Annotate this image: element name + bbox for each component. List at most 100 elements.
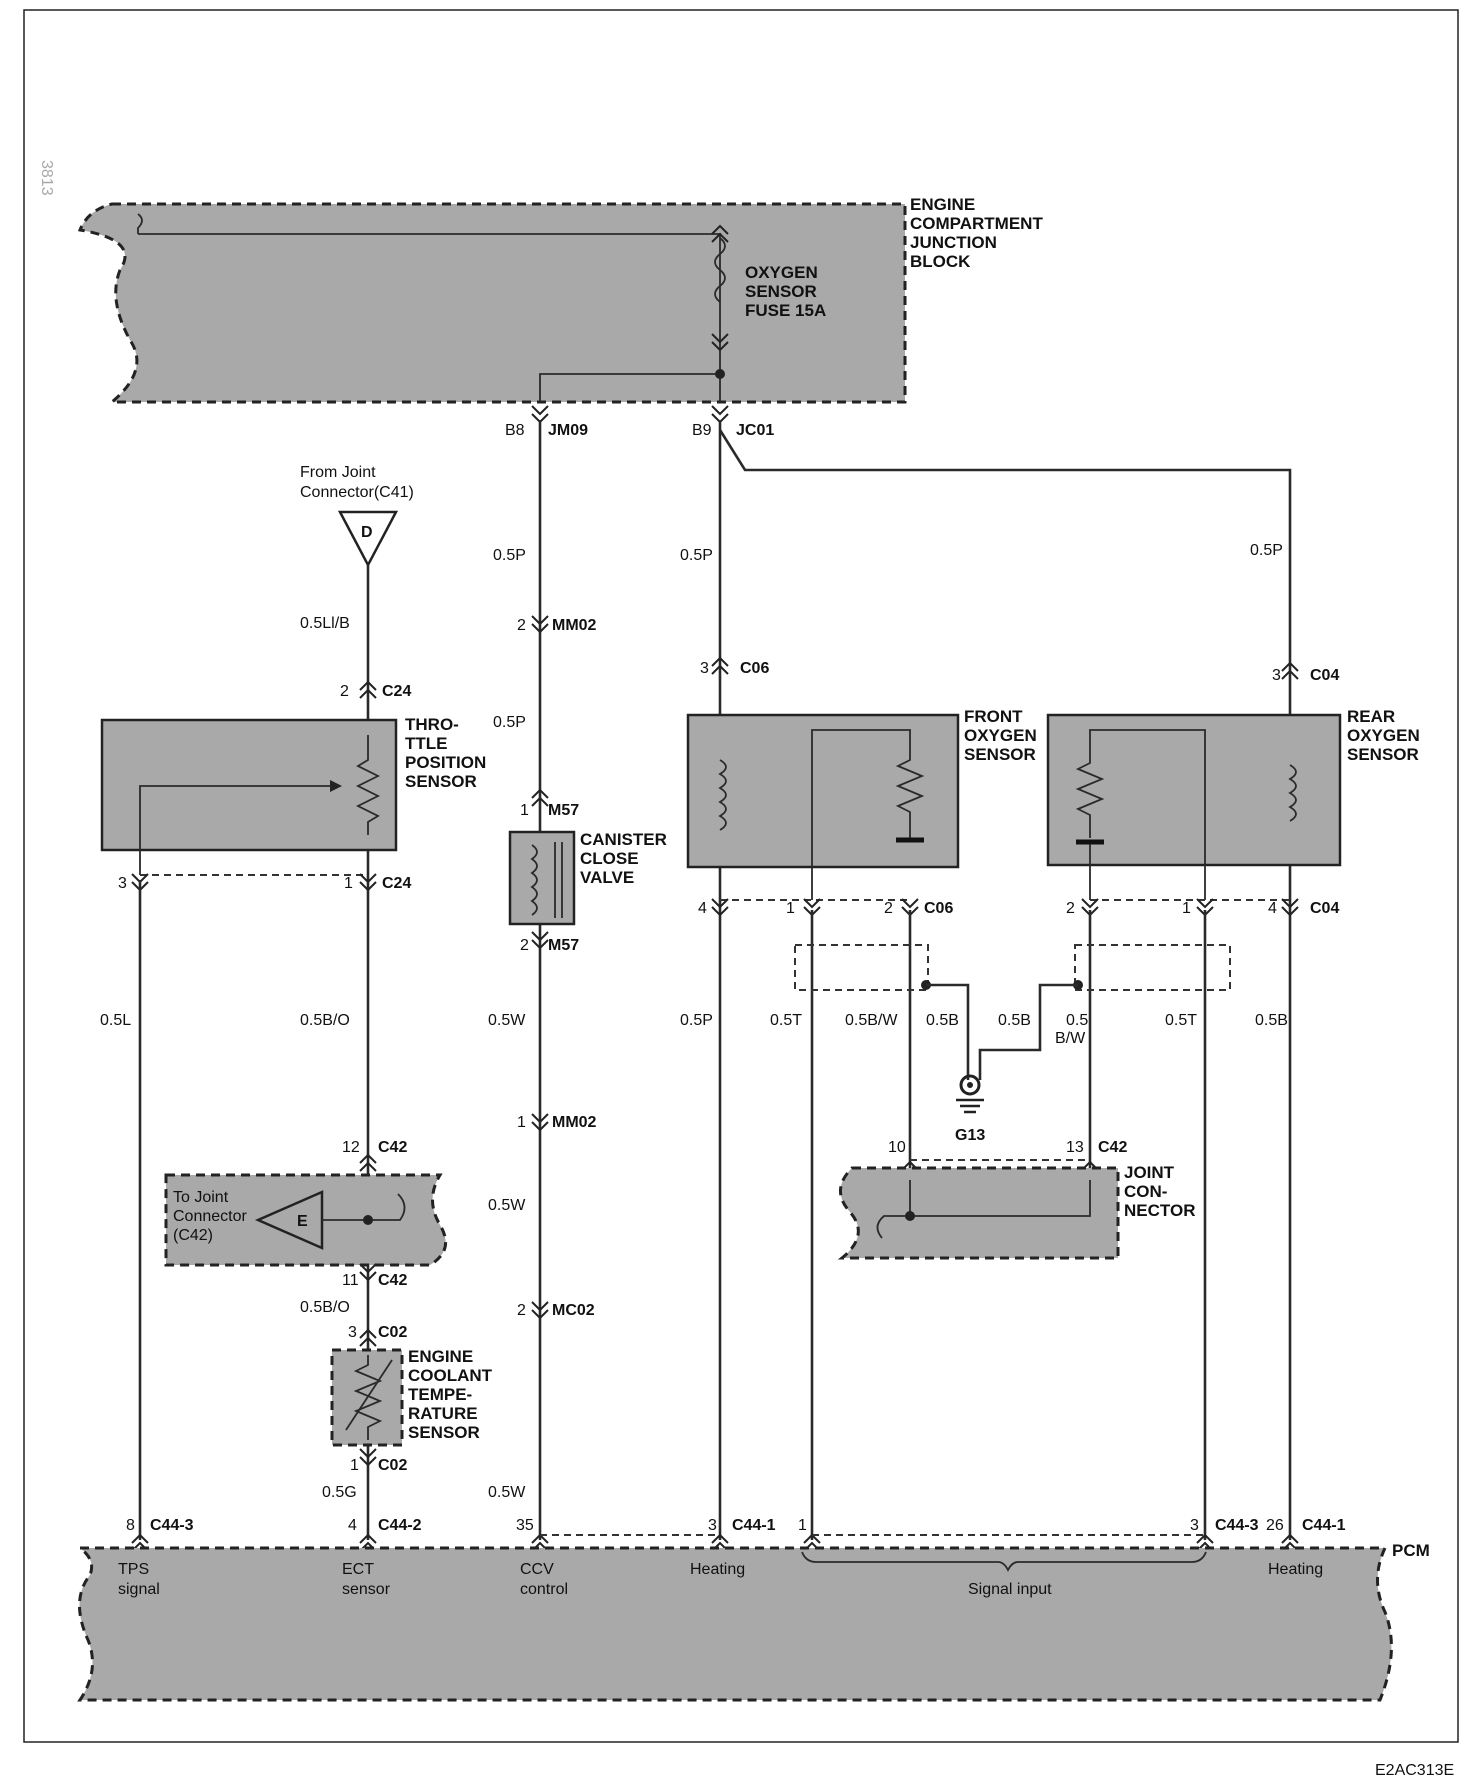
- pcm-ect-line2: sensor: [342, 1581, 391, 1598]
- pin-3-c06: 3: [700, 660, 709, 677]
- svg-text:NECTOR: NECTOR: [1124, 1201, 1195, 1220]
- svg-text:CLOSE: CLOSE: [580, 849, 639, 868]
- wire-label-bw-a: 0.5: [1066, 1012, 1088, 1029]
- throttle-sensor-box: [100, 718, 398, 852]
- label-b8: B8: [505, 422, 525, 439]
- wire-label-05w-3: 0.5W: [488, 1484, 526, 1501]
- throttle-resistor-icon: [355, 735, 381, 835]
- pcm-ect-line1: ECT: [342, 1561, 374, 1578]
- pin-3-c24: 3: [118, 875, 127, 892]
- throttle-sensor-label: THRO- TTLE POSITION SENSOR: [405, 715, 486, 791]
- ect-joint-wire: [322, 1193, 406, 1221]
- label-mc02: MC02: [552, 1302, 595, 1319]
- pcm-heating-right: Heating: [1268, 1561, 1323, 1578]
- pcm-tps-line1: TPS: [118, 1561, 149, 1578]
- svg-text:From Joint: From Joint: [300, 464, 376, 481]
- label-c04-top: C04: [1310, 667, 1339, 684]
- wire-label-05p-ccv: 0.5P: [493, 547, 526, 564]
- to-joint-label: To Joint Connector (C42): [173, 1189, 247, 1244]
- page-frame: [23, 9, 1459, 1743]
- label-c06-top: C06: [740, 660, 769, 677]
- pin-2-c06: 2: [884, 900, 893, 917]
- svg-text:SENSOR: SENSOR: [964, 745, 1036, 764]
- svg-text:JOINT: JOINT: [1124, 1163, 1175, 1182]
- pin-2-mm02: 2: [517, 617, 526, 634]
- pin-2-c24: 2: [340, 683, 349, 700]
- pcm-label: PCM: [1392, 1541, 1430, 1560]
- pin-1-c24: 1: [344, 875, 353, 892]
- wire-label-05w-2: 0.5W: [488, 1197, 526, 1214]
- wire-label-bw-b: B/W: [1055, 1030, 1086, 1047]
- ref-e-letter: E: [297, 1213, 308, 1230]
- wire-label-05p-heat: 0.5P: [680, 1012, 713, 1029]
- fuse-label: OXYGEN SENSOR FUSE 15A: [745, 263, 826, 320]
- pin-2-m57: 2: [520, 937, 529, 954]
- label-m57-top: M57: [548, 802, 579, 819]
- label-c44-1-right: C44-1: [1302, 1517, 1346, 1534]
- svg-text:SENSOR: SENSOR: [745, 282, 817, 301]
- pin-26-c44: 26: [1266, 1517, 1284, 1534]
- pcm-block: [75, 1546, 1393, 1702]
- junction-splice-wire: [539, 373, 720, 402]
- ect-sensor-label: ENGINE COOLANT TEMPE- RATURE SENSOR: [408, 1347, 493, 1442]
- svg-text:JUNCTION: JUNCTION: [910, 233, 997, 252]
- junction-block-label: ENGINE COMPARTMENT JUNCTION BLOCK: [910, 195, 1043, 271]
- label-c42-bottom: C42: [378, 1272, 407, 1289]
- pin-1-c02: 1: [350, 1457, 359, 1474]
- pcm-heating-left: Heating: [690, 1561, 745, 1578]
- svg-text:RATURE: RATURE: [408, 1404, 478, 1423]
- svg-text:FUSE 15A: FUSE 15A: [745, 301, 826, 320]
- label-c44-1-left: C44-1: [732, 1517, 776, 1534]
- svg-text:SENSOR: SENSOR: [405, 772, 477, 791]
- pin-13-c42: 13: [1066, 1139, 1084, 1156]
- side-code: 3813: [38, 160, 55, 196]
- svg-text:Connector: Connector: [173, 1208, 247, 1225]
- svg-text:COOLANT: COOLANT: [408, 1366, 493, 1385]
- ground-label: G13: [955, 1127, 985, 1144]
- svg-text:OXYGEN: OXYGEN: [1347, 726, 1420, 745]
- wire-label-05w-1: 0.5W: [488, 1012, 526, 1029]
- label-c44-2: C44-2: [378, 1517, 422, 1534]
- pcm-ccv-line2: control: [520, 1581, 568, 1598]
- wire-label-05p-front: 0.5P: [680, 547, 713, 564]
- svg-text:SENSOR: SENSOR: [408, 1423, 480, 1442]
- ground-wire: [926, 983, 1078, 1080]
- label-c44-3-left: C44-3: [150, 1517, 194, 1534]
- pin-2-c04: 2: [1066, 900, 1075, 917]
- rear-o2-inner-wire: [1075, 729, 1206, 900]
- pin-4-c44: 4: [348, 1517, 357, 1534]
- wire-label-g: 0.5G: [322, 1484, 357, 1501]
- throttle-wiper-wire: [139, 785, 340, 875]
- label-c42-top: C42: [378, 1139, 407, 1156]
- pin-1-c44: 1: [798, 1517, 807, 1534]
- svg-text:To Joint: To Joint: [173, 1189, 229, 1206]
- pcm-tps-line2: signal: [118, 1581, 160, 1598]
- pin-3-c44-1: 3: [708, 1517, 717, 1534]
- svg-text:TTLE: TTLE: [405, 734, 448, 753]
- rear-o2-heater-icon: [1288, 764, 1297, 822]
- ref-d-triangle: [337, 510, 399, 568]
- pin-3-c04: 3: [1272, 667, 1281, 684]
- svg-text:BLOCK: BLOCK: [910, 252, 971, 271]
- front-o2-label: FRONT OXYGEN SENSOR: [964, 707, 1037, 764]
- wire-label-t-rear: 0.5T: [1165, 1012, 1197, 1029]
- svg-text:SENSOR: SENSOR: [1347, 745, 1419, 764]
- rear-shield: [1074, 944, 1231, 991]
- svg-text:THRO-: THRO-: [405, 715, 459, 734]
- svg-text:Connector(C41): Connector(C41): [300, 484, 414, 501]
- svg-text:OXYGEN: OXYGEN: [745, 263, 818, 282]
- label-c24-top: C24: [382, 683, 411, 700]
- pin-3-c02: 3: [348, 1324, 357, 1341]
- pcm-signal-input: Signal input: [968, 1581, 1052, 1598]
- label-c42-right: C42: [1098, 1139, 1127, 1156]
- front-o2-heater-icon: [718, 759, 727, 831]
- ground-g13-icon: [956, 1074, 984, 1114]
- wire-label-bw: 0.5B/W: [845, 1012, 898, 1029]
- label-mm02-top: MM02: [552, 617, 597, 634]
- wire-label-05p-ccv-2: 0.5P: [493, 714, 526, 731]
- label-mm02-bottom: MM02: [552, 1114, 597, 1131]
- ect-variable-arrow: [345, 1359, 393, 1431]
- canister-valve-box: [508, 830, 576, 926]
- wire-label-t-front: 0.5T: [770, 1012, 802, 1029]
